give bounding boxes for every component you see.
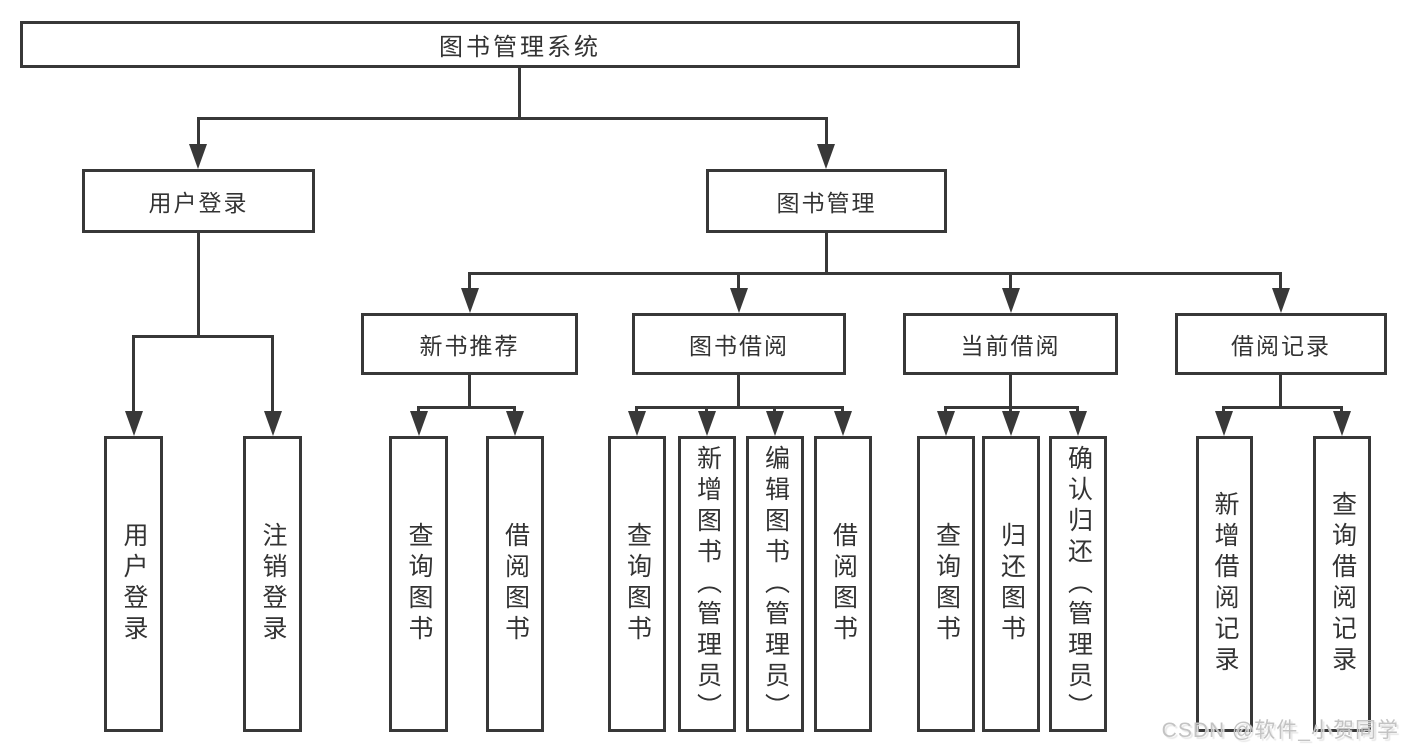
leaf-edit-book-admin: 编辑图书（管理员） [746, 436, 804, 732]
leaf-add-book-admin: 新增图书（管理员） [678, 436, 736, 732]
connector-to-borrow-record [1279, 272, 1282, 294]
leaf-logout: 注销登录 [243, 436, 302, 732]
leaf-borrow-books-recommend-label: 借阅图书 [501, 522, 530, 646]
connector-book-management-stem [825, 233, 828, 275]
leaf-query-borrow-record-label: 查询借阅记录 [1328, 491, 1357, 677]
connector-current-borrow-stem [1009, 375, 1012, 409]
arrow-down-icon [1002, 411, 1020, 436]
leaf-borrow-books-label: 借阅图书 [829, 522, 858, 646]
arrow-down-icon [189, 144, 207, 169]
node-borrow-record-label: 借阅记录 [1231, 333, 1331, 359]
connector-borrow-record-stem [1279, 375, 1282, 409]
arrow-down-icon [730, 288, 748, 313]
leaf-query-books-borrow: 查询图书 [608, 436, 666, 732]
connector-new-book-recommend-stem [468, 375, 471, 409]
leaf-add-borrow-record: 新增借阅记录 [1196, 436, 1253, 732]
node-current-borrow-label: 当前借阅 [960, 333, 1061, 359]
leaf-query-borrow-record: 查询借阅记录 [1313, 436, 1371, 732]
connector-root-bar [197, 117, 828, 120]
leaf-query-books-current: 查询图书 [917, 436, 975, 732]
connector-to-book-borrow [737, 272, 740, 294]
node-book-borrow: 图书借阅 [632, 313, 846, 375]
node-user-login-label: 用户登录 [148, 190, 249, 216]
connector-borrow-record-bar [1222, 406, 1343, 409]
leaf-user-login-label: 用户登录 [120, 522, 148, 646]
arrow-down-icon [461, 288, 479, 313]
connector-root-to-user-login [197, 117, 200, 150]
connector-book-borrow-stem [737, 375, 740, 409]
connector-to-leaf-user-login [132, 335, 135, 415]
arrow-down-icon [264, 411, 282, 436]
leaf-user-login: 用户登录 [104, 436, 163, 732]
connector-root-stem [518, 68, 521, 117]
node-new-book-recommend: 新书推荐 [361, 313, 578, 375]
leaf-add-borrow-record-label: 新增借阅记录 [1211, 491, 1239, 677]
connector-to-current-borrow [1009, 272, 1012, 294]
arrow-down-icon [698, 411, 716, 436]
leaf-edit-book-admin-label: 编辑图书（管理员） [761, 444, 790, 724]
node-root-label: 图书管理系统 [439, 34, 601, 61]
arrow-down-icon [1069, 411, 1087, 436]
connector-new-book-recommend-bar [417, 406, 516, 409]
arrow-down-icon [817, 144, 835, 169]
leaf-query-books-recommend-label: 查询图书 [405, 522, 433, 646]
node-current-borrow: 当前借阅 [903, 313, 1118, 375]
leaf-logout-label: 注销登录 [259, 522, 287, 646]
node-book-management-label: 图书管理 [776, 190, 877, 216]
csdn-watermark: CSDN @软件_小贺同学 [1161, 719, 1399, 742]
arrow-down-icon [766, 411, 784, 436]
arrow-down-icon [1333, 411, 1351, 436]
leaf-query-books-borrow-label: 查询图书 [623, 522, 652, 646]
arrow-down-icon [125, 411, 143, 436]
connector-book-borrow-bar [635, 406, 844, 409]
connector-user-login-bar [132, 335, 274, 338]
connector-user-login-stem [197, 233, 200, 338]
node-user-login: 用户登录 [82, 169, 315, 233]
node-borrow-record: 借阅记录 [1175, 313, 1387, 375]
arrow-down-icon [1002, 288, 1020, 313]
node-new-book-recommend-label: 新书推荐 [419, 333, 520, 359]
connector-to-new-book-recommend [468, 272, 471, 294]
arrow-down-icon [1272, 288, 1290, 313]
connector-book-management-bar [468, 272, 1282, 275]
leaf-borrow-books: 借阅图书 [814, 436, 872, 732]
node-book-borrow-label: 图书借阅 [689, 333, 789, 359]
leaf-confirm-return-admin: 确认归还（管理员） [1049, 436, 1107, 732]
node-book-management: 图书管理 [706, 169, 947, 233]
leaf-confirm-return-admin-label: 确认归还（管理员） [1064, 444, 1093, 724]
arrow-down-icon [628, 411, 646, 436]
leaf-return-book-label: 归还图书 [997, 522, 1026, 646]
leaf-borrow-books-recommend: 借阅图书 [486, 436, 544, 732]
arrow-down-icon [506, 411, 524, 436]
connector-root-to-book-management [825, 117, 828, 150]
leaf-query-books-current-label: 查询图书 [932, 522, 961, 646]
arrow-down-icon [834, 411, 852, 436]
node-root: 图书管理系统 [20, 21, 1020, 68]
arrow-down-icon [410, 411, 428, 436]
leaf-return-book: 归还图书 [982, 436, 1040, 732]
leaf-query-books-recommend: 查询图书 [389, 436, 448, 732]
connector-to-leaf-logout [271, 335, 274, 415]
arrow-down-icon [937, 411, 955, 436]
leaf-add-book-admin-label: 新增图书（管理员） [693, 444, 722, 724]
arrow-down-icon [1215, 411, 1233, 436]
